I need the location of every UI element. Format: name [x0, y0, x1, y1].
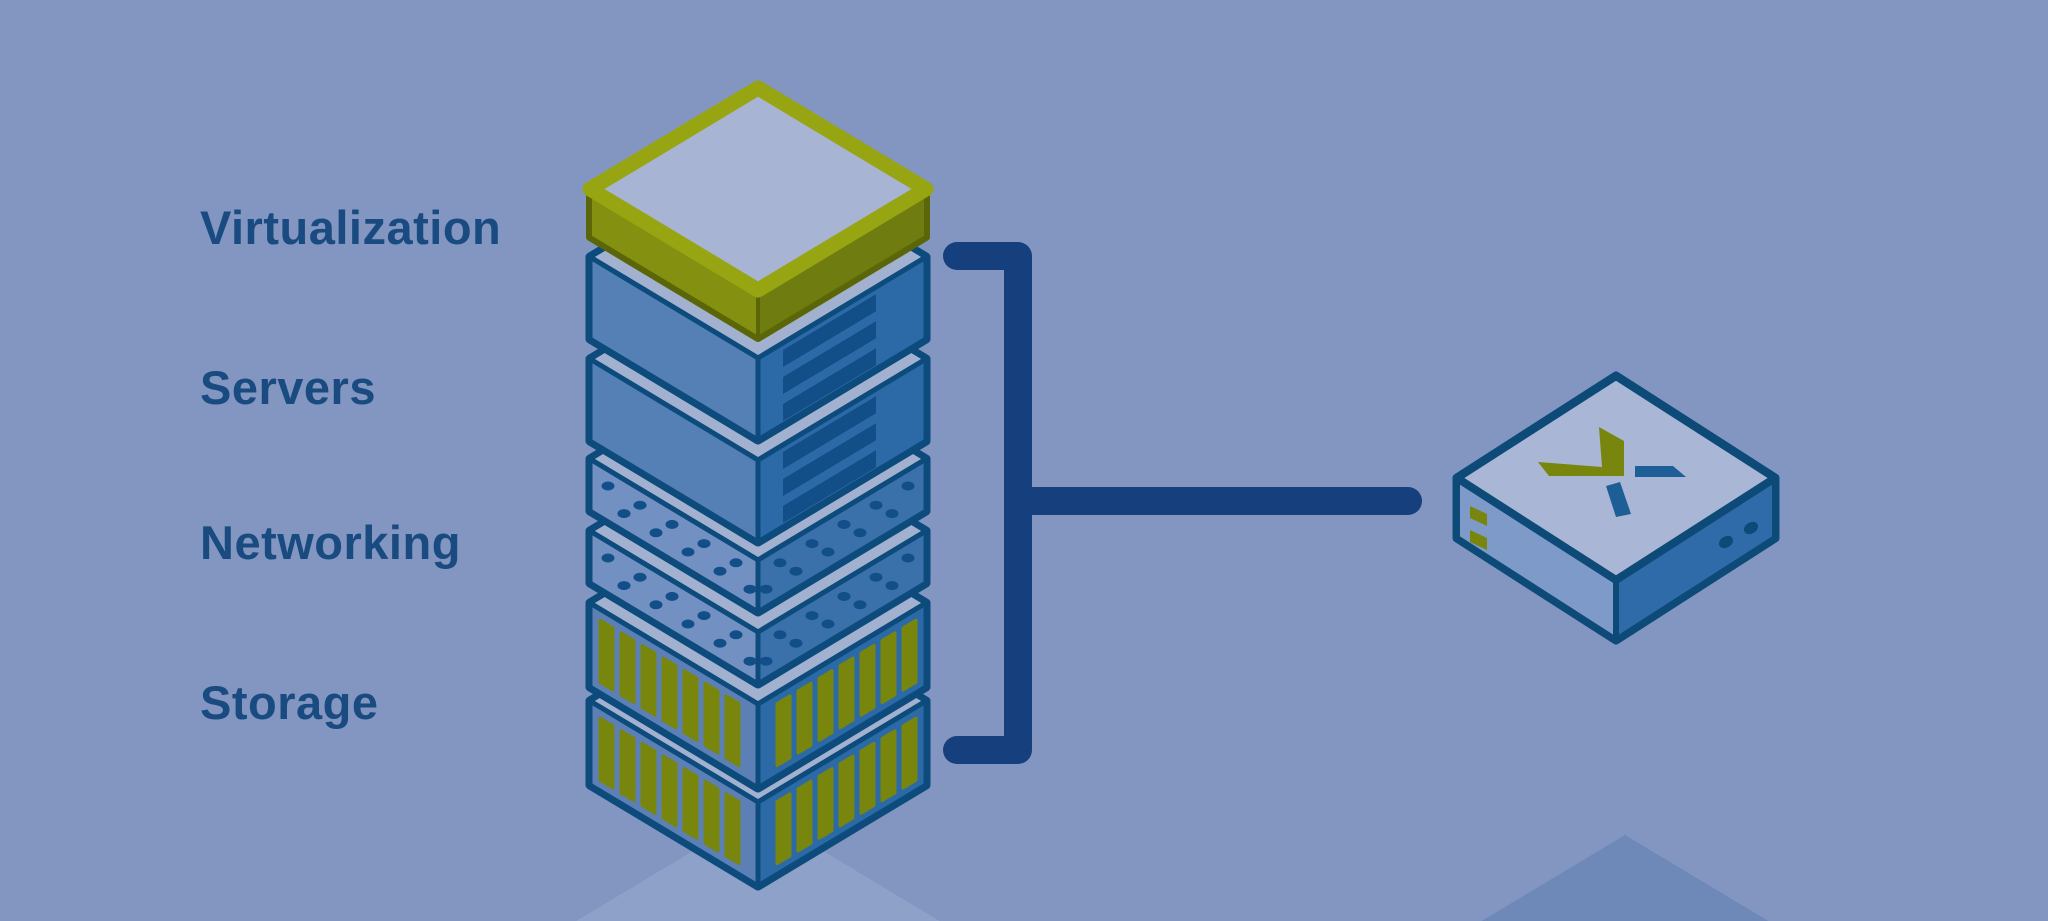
background-diamond-bottom-right: [1481, 835, 1769, 921]
converged-node: [1452, 371, 1780, 645]
virtualization-slab: [582, 80, 934, 342]
layer-label-virtualization: Virtualization: [200, 201, 502, 254]
layer-label-networking: Networking: [200, 516, 461, 569]
layer-label-storage: Storage: [200, 676, 379, 729]
node-led-marks: [1470, 506, 1487, 550]
node-port-dots: [1718, 521, 1759, 549]
infrastructure-stack: [582, 80, 934, 886]
node-x-logo-icon: [1538, 427, 1686, 517]
layer-label-servers: Servers: [200, 361, 376, 414]
